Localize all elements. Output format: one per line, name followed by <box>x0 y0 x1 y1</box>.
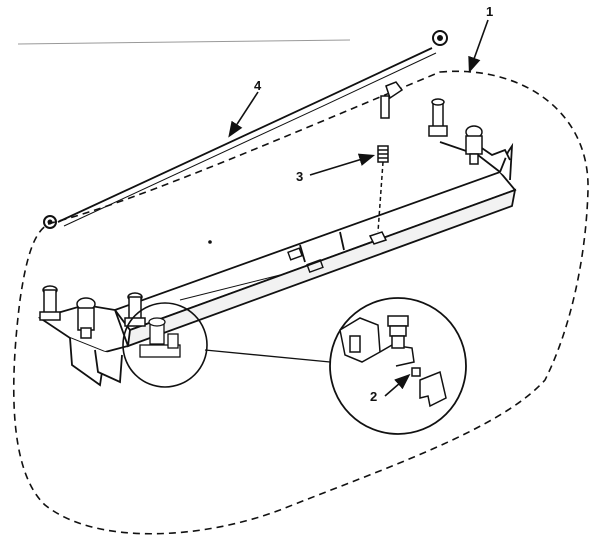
callout-arrow-2 <box>384 373 411 397</box>
small-detail-parts <box>139 317 181 358</box>
callout-arrow-3 <box>309 153 376 176</box>
electrode-left-1 <box>39 285 61 321</box>
detail-circle-small <box>122 302 208 388</box>
rail-slot-1 <box>287 247 303 261</box>
callout-4: 4 <box>254 78 262 93</box>
electrode-right-2 <box>465 125 483 165</box>
enlarged-detail-parts <box>339 315 447 408</box>
injector-assembly <box>368 81 404 245</box>
rail-slot-2 <box>306 258 324 274</box>
electrode-left-3 <box>124 292 146 327</box>
rail-reference-line <box>179 274 281 301</box>
ground-wire <box>43 30 448 229</box>
electrode-right-1 <box>428 98 448 137</box>
rail-dot <box>208 240 212 244</box>
callout-arrow-1 <box>468 19 489 74</box>
callout-arrow-4 <box>228 91 259 138</box>
electrode-left-2 <box>76 297 96 339</box>
detail-leader-line <box>204 349 331 363</box>
scan-line <box>17 39 351 45</box>
wire-ring-terminal-top <box>432 30 448 46</box>
wire-ring-terminal-bottom <box>43 215 57 229</box>
callout-2: 2 <box>370 389 377 404</box>
callout-3: 3 <box>296 169 303 184</box>
assembly-boundary-dashed <box>13 70 589 535</box>
callout-1: 1 <box>486 4 493 19</box>
